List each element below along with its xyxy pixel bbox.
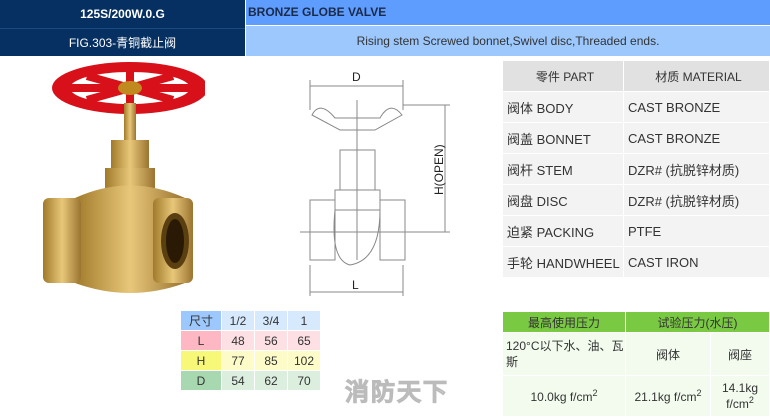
- size-cell: 65: [288, 331, 320, 350]
- part-name: 阀盘 DISC: [503, 185, 623, 215]
- max-pressure-header: 最高使用压力: [503, 312, 625, 332]
- watermark: 消防天下: [345, 379, 449, 407]
- size-cell: 56: [255, 331, 287, 350]
- size-cell: 1/2: [222, 311, 254, 330]
- part-name: 手轮 HANDWHEEL: [503, 247, 623, 277]
- size-row-label: D: [181, 371, 221, 390]
- size-cell: 1: [288, 311, 320, 330]
- size-cell: 77: [222, 351, 254, 370]
- seat-test-value: 14.1kg f/cm2: [711, 376, 769, 416]
- parts-header-material: 材质 MATERIAL: [624, 61, 769, 91]
- part-name: 迫紧 PACKING: [503, 216, 623, 246]
- part-material: DZR# (抗脱锌材质): [624, 185, 769, 215]
- size-cell: 62: [255, 371, 287, 390]
- part-name: 阀体 BODY: [503, 92, 623, 122]
- size-cell: 102: [288, 351, 320, 370]
- part-name: 阀杆 STEM: [503, 154, 623, 184]
- pressure-table: 最高使用压力试验压力(水压) 120°C以下水、油、瓦斯阀体阀座 10.0kg …: [502, 311, 770, 417]
- size-cell: 54: [222, 371, 254, 390]
- size-cell: 85: [255, 351, 287, 370]
- medium-cell: 120°C以下水、油、瓦斯: [503, 333, 625, 375]
- product-description: Rising stem Screwed bonnet,Swivel disc,T…: [246, 26, 770, 56]
- part-material: CAST IRON: [624, 247, 769, 277]
- part-material: PTFE: [624, 216, 769, 246]
- dimension-l-label: L: [352, 278, 359, 292]
- part-material: DZR# (抗脱锌材质): [624, 154, 769, 184]
- dimension-d-label: D: [352, 70, 361, 84]
- parts-header-part: 零件 PART: [503, 61, 623, 91]
- valve-dimension-drawing: [300, 80, 450, 296]
- test-pressure-header: 试验压力(水压): [626, 312, 769, 332]
- body-test-value: 21.1kg f/cm2: [626, 376, 710, 416]
- valve-photo: [43, 62, 205, 293]
- part-name: 阀盖 BONNET: [503, 123, 623, 153]
- size-row-label: 尺寸: [181, 311, 221, 330]
- part-material: CAST BRONZE: [624, 123, 769, 153]
- body-label: 阀体: [626, 333, 710, 375]
- size-row-label: L: [181, 331, 221, 350]
- size-cell: 48: [222, 331, 254, 350]
- size-cell: 70: [288, 371, 320, 390]
- part-material: CAST BRONZE: [624, 92, 769, 122]
- max-pressure-value: 10.0kg f/cm2: [503, 376, 625, 416]
- product-title: BRONZE GLOBE VALVE: [246, 0, 770, 25]
- dimension-h-label: H(OPEN): [432, 144, 446, 195]
- size-cell: 3/4: [255, 311, 287, 330]
- seat-label: 阀座: [711, 333, 769, 375]
- size-row-label: H: [181, 351, 221, 370]
- model-code: 125S/200W.0.G: [0, 0, 245, 28]
- figure-title: FIG.303-青铜截止阀: [0, 28, 245, 56]
